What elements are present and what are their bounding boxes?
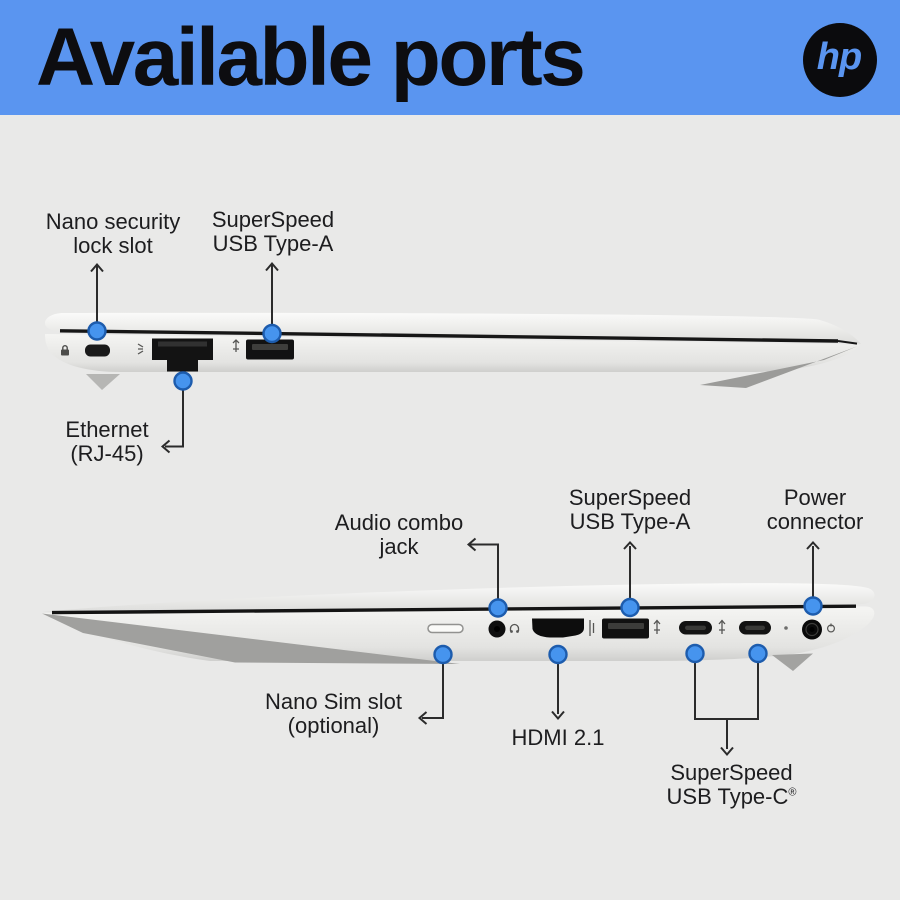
superspeed-usb-icon bbox=[232, 339, 240, 352]
ethernet-port bbox=[152, 338, 213, 372]
ethernet-icon bbox=[137, 343, 144, 355]
laptop-shadow-wedge bbox=[700, 346, 858, 388]
usb-c-icon bbox=[718, 619, 726, 634]
laptop-right-side-illustration bbox=[42, 537, 875, 757]
label-usb-a-top: SuperSpeed USB Type-A bbox=[211, 207, 335, 256]
laptop-foot bbox=[772, 653, 813, 671]
callout-arrows-bottom bbox=[417, 537, 820, 757]
usb-c-port-1 bbox=[679, 621, 712, 635]
callout-dot-lock bbox=[87, 321, 107, 341]
laptop-lid bbox=[45, 312, 861, 344]
label-power-connector: Power connector bbox=[766, 485, 864, 534]
power-icon bbox=[826, 623, 835, 633]
laptop-gap-line bbox=[51, 604, 857, 615]
nano-security-lock-slot-port bbox=[85, 344, 110, 357]
label-ethernet: Ethernet (RJ-45) bbox=[65, 417, 149, 466]
label-nano-security-lock-slot: Nano security lock slot bbox=[45, 209, 181, 258]
superspeed-usb-icon-2 bbox=[653, 619, 661, 634]
callout-dot-ethernet bbox=[173, 371, 193, 391]
callout-arrows-top bbox=[90, 261, 279, 454]
hdmi-icon bbox=[589, 620, 595, 636]
callout-dot-audio bbox=[488, 598, 508, 618]
headset-icon bbox=[509, 623, 520, 633]
laptop-gap-line bbox=[59, 329, 839, 343]
callout-dot-nano-sim bbox=[433, 644, 453, 665]
callout-dots-top bbox=[87, 321, 282, 391]
laptop-diagrams bbox=[42, 261, 875, 757]
hp-logo-icon: hp bbox=[803, 23, 877, 97]
usb-c-port-2 bbox=[739, 621, 771, 635]
callout-dots-bottom bbox=[433, 596, 823, 665]
page-title: Available ports bbox=[36, 11, 586, 103]
header: Available ports hp bbox=[0, 0, 900, 115]
usb-a-port-bottom bbox=[602, 618, 649, 639]
label-nano-sim-slot: Nano Sim slot (optional) bbox=[265, 689, 402, 738]
laptop-left-side-illustration bbox=[45, 261, 861, 454]
usb-a-port-top bbox=[246, 339, 294, 360]
lock-icon bbox=[61, 345, 69, 356]
callout-dot-power bbox=[803, 596, 823, 616]
diagram-area: Nano security lock slot SuperSpeed USB T… bbox=[0, 115, 900, 900]
label-hdmi: HDMI 2.1 bbox=[511, 725, 605, 750]
power-led-icon bbox=[784, 626, 788, 630]
callout-dot-usb-c-1 bbox=[685, 643, 705, 664]
laptop-foot bbox=[86, 374, 120, 390]
label-usb-c: SuperSpeed USB Type-C® bbox=[666, 760, 797, 809]
hdmi-port bbox=[532, 618, 584, 638]
audio-combo-jack-port bbox=[488, 620, 506, 638]
laptop-lid bbox=[42, 583, 875, 612]
label-audio-combo-jack: Audio combo jack bbox=[334, 510, 464, 559]
callout-dot-usb-c-2 bbox=[748, 643, 768, 664]
power-connector-port bbox=[802, 619, 822, 640]
callout-dot-hdmi bbox=[548, 644, 568, 665]
label-usb-a-bottom: SuperSpeed USB Type-A bbox=[568, 485, 692, 534]
callout-dot-usb-a bbox=[620, 597, 640, 618]
callout-dot-usb-a bbox=[262, 323, 282, 344]
laptop-shadow-wedge bbox=[42, 613, 460, 664]
registered-mark: ® bbox=[788, 786, 797, 799]
nano-sim-slot-port bbox=[427, 623, 464, 634]
hp-logo-text: hp bbox=[816, 35, 862, 78]
